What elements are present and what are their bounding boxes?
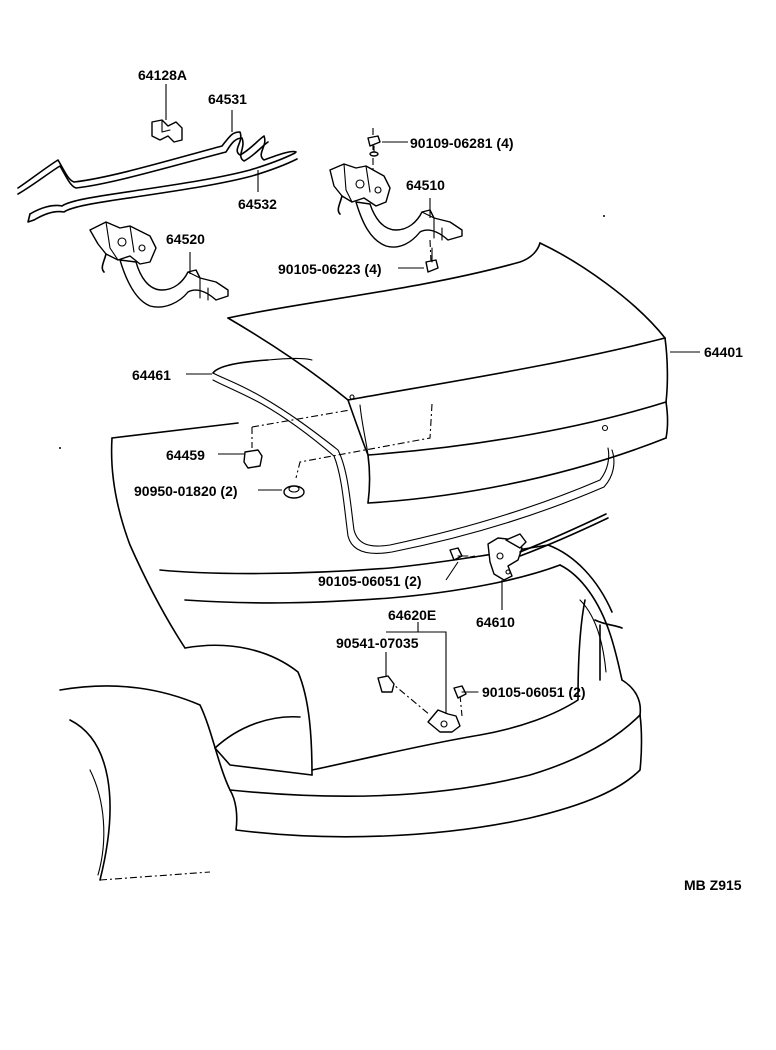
label-64531: 64531 xyxy=(208,91,247,107)
label-64401: 64401 xyxy=(704,344,743,360)
screw-90105-06051-upper xyxy=(445,547,469,581)
label-90541-07035: 90541-07035 xyxy=(336,635,419,651)
label-64520: 64520 xyxy=(166,231,205,247)
cushion-64459 xyxy=(218,449,263,469)
bolt-90109-06281 xyxy=(367,135,408,157)
grommet-90950-01820 xyxy=(258,485,305,499)
label-64532: 64532 xyxy=(238,196,277,212)
torsion-bars xyxy=(17,131,298,223)
label-64461: 64461 xyxy=(132,367,171,383)
bolt-90105-06223 xyxy=(398,247,439,273)
stopper-90541-07035 xyxy=(377,652,395,693)
label-64128A: 64128A xyxy=(138,67,187,83)
hinge-64520 xyxy=(89,221,229,308)
label-90105-06223: 90105-06223 (4) xyxy=(278,261,382,277)
lock-64610 xyxy=(487,513,609,610)
label-90105-06051-lower: 90105-06051 (2) xyxy=(482,684,586,700)
part-labels: 64128A 64531 64532 90109-06281 (4) 64510… xyxy=(132,67,743,893)
hinge-64510 xyxy=(329,163,463,248)
clip-64128A xyxy=(151,84,183,143)
trunk-lid xyxy=(227,242,669,504)
diagram-code: MB Z915 xyxy=(684,877,742,893)
label-90950-01820: 90950-01820 (2) xyxy=(134,483,238,499)
label-64620E: 64620E xyxy=(388,607,436,623)
weatherstrip-64461 xyxy=(212,357,615,554)
label-64610: 64610 xyxy=(476,614,515,630)
label-90105-06051-upper: 90105-06051 (2) xyxy=(318,573,422,589)
label-64510: 64510 xyxy=(406,177,445,193)
label-64459: 64459 xyxy=(166,447,205,463)
striker-64620E xyxy=(386,622,461,733)
leader-lines xyxy=(186,110,700,375)
label-90109-06281: 90109-06281 (4) xyxy=(410,135,514,151)
screw-90105-06051-lower xyxy=(453,685,479,699)
